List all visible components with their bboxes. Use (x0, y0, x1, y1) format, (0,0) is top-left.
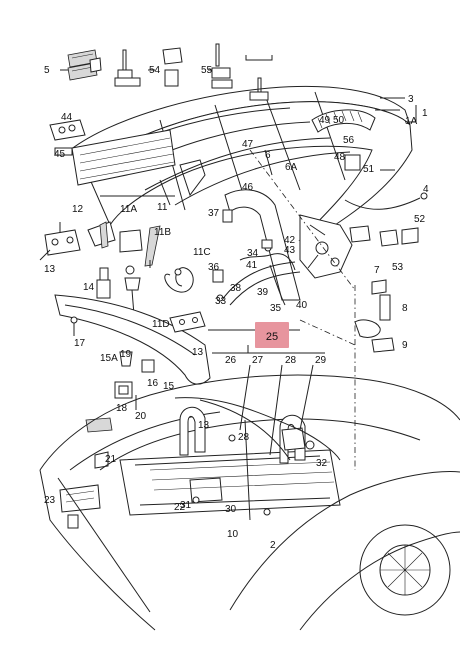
highlight-box (255, 322, 289, 348)
part-label-5: 5 (44, 65, 50, 76)
centre-linkage (212, 154, 419, 353)
part-label-4: 4 (423, 184, 429, 195)
part-label-26: 26 (225, 355, 237, 366)
part-label-15A: 15A (100, 353, 118, 364)
part-label-8: 8 (402, 303, 408, 314)
part-label-28: 28 (238, 432, 250, 443)
part-label-53: 53 (392, 262, 404, 273)
part-label-2: 2 (270, 540, 276, 551)
part-label-38: 38 (230, 283, 242, 294)
highlight-label: 25 (266, 331, 278, 343)
top-small-parts (49, 43, 269, 156)
part-label-46: 46 (242, 182, 254, 193)
part-label-54: 54 (149, 65, 161, 76)
left-side-parts (39, 221, 211, 529)
part-label-12: 12 (72, 204, 84, 215)
part-label-56: 56 (343, 135, 355, 146)
part-label-45: 45 (54, 149, 66, 160)
part-label-21: 21 (105, 454, 117, 465)
part-label-11A: 11A (120, 204, 137, 215)
part-label-33: 33 (215, 296, 227, 307)
part-label-11C: 11C (193, 247, 211, 258)
part-label-42: 42 (284, 235, 296, 246)
part-label-49: 49 (319, 115, 331, 126)
highlight-part-25: 25 (255, 322, 289, 348)
part-label-1: 1 (422, 108, 428, 119)
part-label-30: 30 (225, 504, 237, 515)
part-label-11B: 11B (154, 227, 171, 238)
part-label-47: 47 (242, 139, 254, 150)
part-label-9: 9 (402, 340, 408, 351)
part-label-13: 13 (198, 420, 210, 431)
part-label-28: 28 (285, 355, 297, 366)
part-label-50: 50 (333, 115, 345, 126)
part-label-18: 18 (116, 403, 128, 414)
part-label-16: 16 (147, 378, 159, 389)
part-label-36: 36 (208, 262, 220, 273)
part-label-55: 55 (201, 65, 213, 76)
part-label-6: 6 (265, 150, 271, 161)
part-label-3: 3 (408, 94, 414, 105)
part-label-48: 48 (334, 152, 346, 163)
part-label-23: 23 (44, 495, 56, 506)
part-label-17: 17 (74, 338, 86, 349)
part-label-35: 35 (270, 303, 282, 314)
part-label-1A: 1A (405, 116, 418, 127)
part-label-13: 13 (44, 264, 56, 275)
part-label-40: 40 (296, 300, 308, 311)
part-label-20: 20 (135, 411, 147, 422)
part-label-52: 52 (414, 214, 426, 225)
part-label-43: 43 (284, 245, 296, 256)
part-label-14: 14 (83, 282, 95, 293)
part-label-11: 11 (157, 202, 168, 213)
part-label-51: 51 (363, 164, 375, 175)
roof-frame-assembly (69, 86, 428, 301)
part-label-13: 13 (192, 347, 204, 358)
part-label-15: 15 (163, 381, 175, 392)
part-label-37: 37 (208, 208, 220, 219)
part-label-10: 10 (227, 529, 239, 540)
car-body (39, 374, 460, 631)
part-label-27: 27 (252, 355, 264, 366)
part-label-6A: 6A (285, 162, 298, 173)
part-label-34: 34 (247, 248, 259, 259)
part-label-19: 19 (120, 349, 132, 360)
part-label-22: 22 (174, 502, 186, 513)
part-label-32: 32 (316, 458, 328, 469)
part-label-39: 39 (257, 287, 269, 298)
part-label-11D: 11D (152, 319, 170, 330)
part-number-labels: 11A234566A789101111A11B11C11D12131313141… (44, 65, 429, 551)
part-label-44: 44 (61, 112, 73, 123)
part-label-41: 41 (246, 260, 258, 271)
part-label-7: 7 (374, 265, 380, 276)
part-label-31: 31 (180, 500, 192, 511)
part-label-29: 29 (315, 355, 327, 366)
